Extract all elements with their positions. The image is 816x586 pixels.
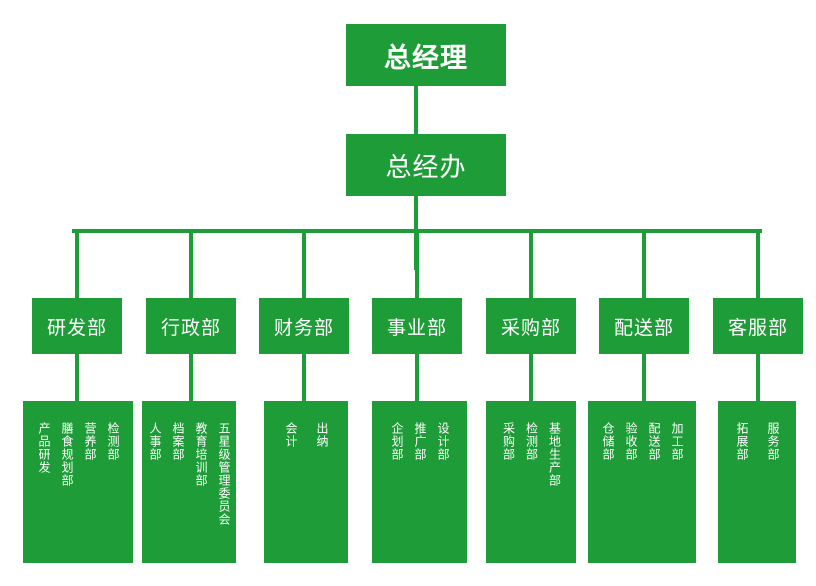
connector-dept-0 [75,229,79,298]
department-label: 采购部 [500,316,561,339]
connector-sub-3 [415,354,419,401]
subunit-box: 检测部营养部膳食规划部产品研发 [23,401,133,563]
subunit-box: 五星级管理委员会教育培训部档案部人事部 [142,401,236,563]
department-label: 配送部 [613,316,674,339]
subunit-label: 会计 [284,422,298,448]
general-office-box: 总经办 [346,134,506,196]
connector-dept-3 [415,229,419,298]
subunit-box: 设计部推广部企划部 [372,401,467,563]
connector-dept-6 [756,229,760,298]
general-manager-box: 总经理 [346,24,506,86]
department-label: 研发部 [46,316,107,339]
subunit-label: 推广部 [413,422,427,461]
department-box: 财务部 [259,298,349,354]
subunit-label: 仓储部 [601,422,615,461]
department-box: 事业部 [372,298,462,354]
connector-sub-4 [529,354,533,401]
connector-top-to-office [414,86,418,134]
general-office-title: 总经办 [385,152,467,183]
connector-dept-5 [642,229,646,298]
subunit-label: 基地生产部 [547,422,562,487]
subunit-label: 人事部 [148,422,162,461]
subunit-label: 加工部 [670,422,684,461]
subunit-label: 五星级管理委员会 [217,422,231,526]
department-box: 配送部 [599,298,689,354]
department-label: 行政部 [160,316,221,339]
subunit-label: 营养部 [83,422,97,461]
department-label: 财务部 [273,316,334,339]
connector-sub-6 [756,354,760,401]
subunit-label: 企划部 [390,422,404,461]
department-label: 客服部 [727,316,788,339]
subunit-label: 档案部 [171,422,185,461]
subunit-label: 出纳 [315,422,329,448]
subunit-label: 采购部 [501,422,516,461]
subunit-label: 服务部 [766,422,780,461]
connector-sub-1 [189,354,193,401]
subunit-label: 检测部 [106,422,120,461]
subunit-label: 膳食规划部 [60,422,74,487]
subunit-box: 加工部配送部验收部仓储部 [588,401,696,563]
connector-sub-2 [302,354,306,401]
subunit-box: 基地生产部检测部采购部 [486,401,576,563]
connector-sub-0 [75,354,79,401]
connector-sub-5 [642,354,646,401]
department-box: 采购部 [486,298,576,354]
subunit-box: 服务部 拓展部 [718,401,796,563]
department-box: 客服部 [713,298,803,354]
department-box: 行政部 [146,298,236,354]
subunit-label: 检测部 [524,422,539,461]
subunit-label: 拓展部 [735,422,749,461]
department-box: 研发部 [32,298,122,354]
subunit-label: 配送部 [647,422,661,461]
subunit-label: 教育培训部 [194,422,208,487]
connector-dept-4 [529,229,533,298]
subunit-label: 验收部 [624,422,638,461]
connector-dept-2 [302,229,306,298]
subunit-box: 出纳会计 [264,401,348,563]
connector-dept-1 [189,229,193,298]
department-label: 事业部 [386,316,447,339]
subunit-label: 设计部 [436,422,450,461]
general-manager-title: 总经理 [384,42,468,74]
subunit-label: 产品研发 [37,422,51,474]
